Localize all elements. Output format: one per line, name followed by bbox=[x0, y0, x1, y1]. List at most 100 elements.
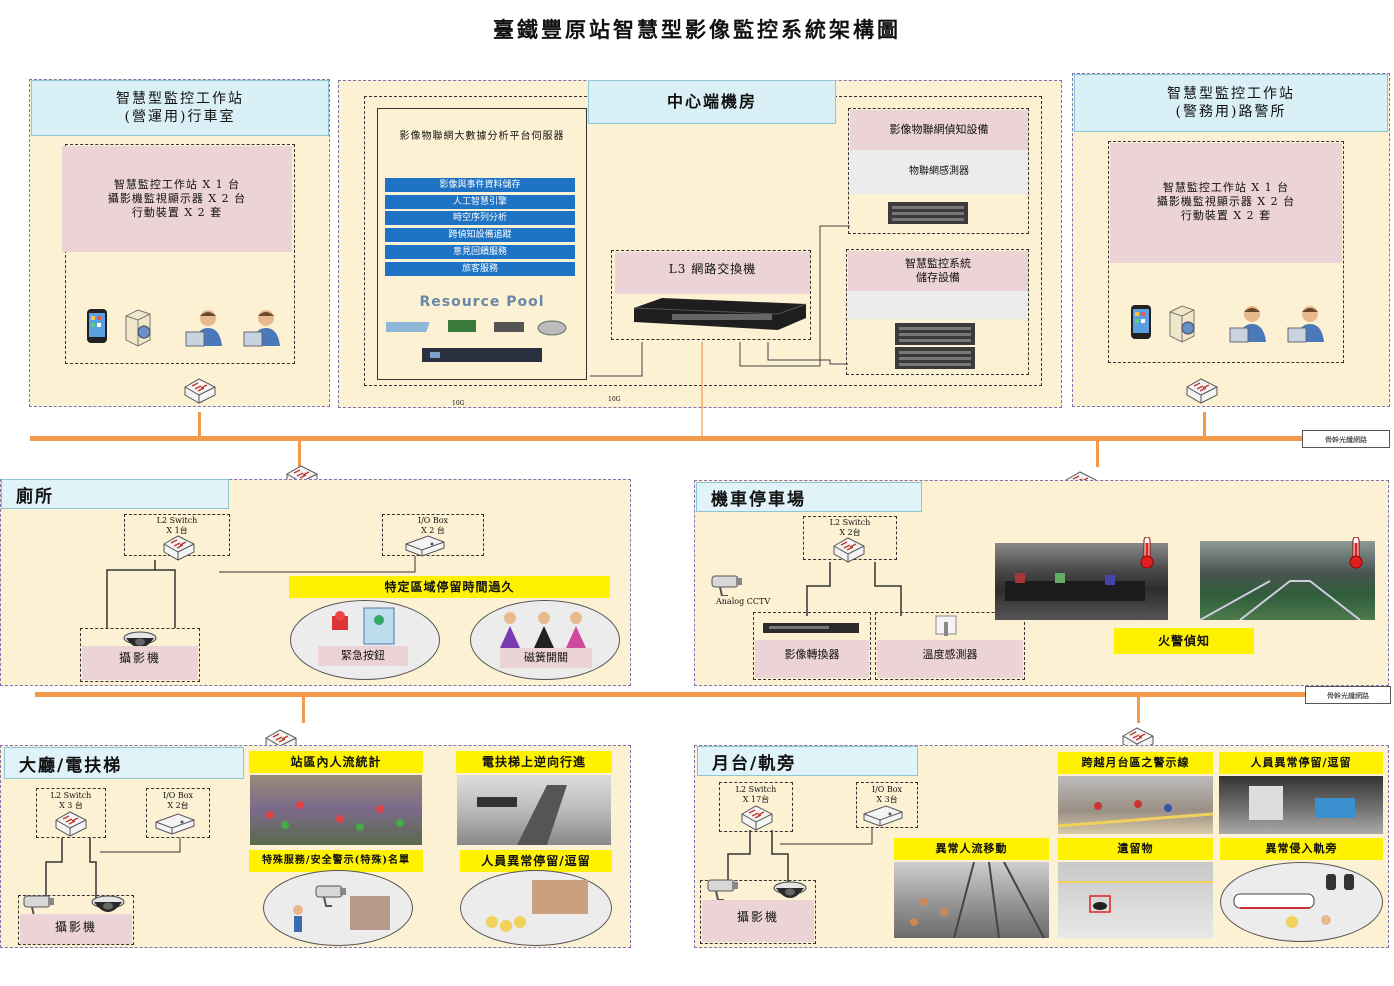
storage-box bbox=[846, 249, 1029, 375]
toilet-header: 廁所 bbox=[1, 479, 229, 509]
moto-links bbox=[806, 562, 902, 616]
ops-uplink bbox=[198, 412, 201, 438]
special-list-banner: 特殊服務/安全警示(特殊)名單 bbox=[249, 850, 423, 872]
track-intrusion-icons bbox=[1233, 874, 1354, 928]
iot-sensor-title: 影像物聯網偵知設備 bbox=[850, 110, 1028, 150]
police-devices-icons bbox=[1131, 305, 1325, 343]
moto-l2-line1: L2 Switch bbox=[829, 518, 871, 527]
escalator-photo bbox=[457, 775, 611, 845]
diagram-title: 臺鐵豐原站智慧型影像監控系統架構圖 bbox=[493, 17, 901, 42]
toilet-links bbox=[106, 556, 416, 628]
left-object-photo bbox=[1058, 862, 1213, 938]
hall-camera-box bbox=[18, 895, 134, 945]
hall-header: 大廳/電扶梯 bbox=[4, 747, 244, 779]
iot-sensor-box bbox=[848, 108, 1029, 234]
toilet-io-line2: X 2 台 bbox=[421, 526, 445, 535]
storage-label-band bbox=[848, 291, 1028, 319]
iot-sensor-label: 物聯網感測器 bbox=[850, 150, 1028, 194]
platform-title: 影像物聯網大數據分析平台伺服器 bbox=[399, 131, 565, 142]
platform-camera-box bbox=[700, 880, 816, 944]
temp-sensor-label: 溫度感測器 bbox=[877, 640, 1023, 678]
police-equipment-box bbox=[1108, 141, 1344, 363]
analog-cctv-icon bbox=[711, 575, 743, 596]
ops-devices-icons bbox=[87, 309, 281, 347]
cross-line-banner: 跨越月台區之警示線 bbox=[1058, 752, 1213, 774]
toilet-uplink bbox=[298, 441, 301, 467]
platform-l2-line1: L2 Switch bbox=[735, 785, 777, 794]
parking-photo-2 bbox=[1200, 541, 1375, 620]
platform-camera-label: 攝影機 bbox=[702, 900, 814, 942]
platform-links bbox=[727, 828, 873, 890]
platform-io-box bbox=[856, 782, 918, 828]
service-item: 影像與事件資料儲存 bbox=[385, 178, 575, 192]
service-item: 跨偵知設備追蹤 bbox=[385, 228, 575, 242]
toilet-camera-box bbox=[80, 628, 200, 682]
platform-io-line2: X 3台 bbox=[876, 795, 898, 804]
hall-l2-box bbox=[36, 788, 106, 838]
service-item: 人工智慧引擎 bbox=[385, 195, 575, 209]
emergency-button-label: 緊急按鈕 bbox=[318, 646, 408, 666]
police-uplink bbox=[1203, 412, 1206, 438]
reed-switch-label: 磁簧開關 bbox=[500, 648, 592, 668]
hall-links bbox=[45, 838, 181, 898]
hall-io-line2: X 2台 bbox=[167, 801, 189, 810]
police-equip-3: 行動裝置 X 2 套 bbox=[1180, 209, 1272, 222]
ops-header-line2: (營運用)行車室 bbox=[124, 109, 236, 125]
people-flow-photo bbox=[250, 775, 422, 845]
video-converter-label: 影像轉換器 bbox=[755, 640, 869, 678]
backbone-label-2: 骨幹光纖網路 bbox=[1305, 686, 1391, 704]
toilet-io-box-icon bbox=[405, 535, 445, 557]
platform-header: 月台/軌旁 bbox=[697, 746, 918, 776]
platform-uplink bbox=[1137, 697, 1140, 723]
analog-cctv-label: Analog CCTV bbox=[716, 597, 771, 606]
platform-l2-line2: X 17台 bbox=[742, 795, 770, 804]
track-intrusion-banner: 異常侵入軌旁 bbox=[1220, 838, 1383, 860]
thermometer-icon-2 bbox=[1349, 537, 1363, 569]
backbone-label-1: 骨幹光纖網路 bbox=[1302, 430, 1390, 448]
left-object-banner: 遺留物 bbox=[1058, 838, 1213, 860]
hall-l2-switch-icon bbox=[55, 811, 87, 837]
backbone-line-2 bbox=[35, 692, 1305, 697]
abnormal-stay-icons bbox=[486, 880, 588, 932]
parking-photo-1 bbox=[995, 543, 1168, 620]
police-equipment-list: 智慧監控工作站 X 1 台 攝影機監視顯示器 X 2 台 行動裝置 X 2 套 bbox=[1110, 143, 1342, 263]
hall-l2-line1: L2 Switch bbox=[50, 791, 92, 800]
moto-uplink bbox=[1096, 441, 1099, 467]
platform-io-line1: I/O Box bbox=[871, 785, 903, 794]
storage-device bbox=[895, 323, 975, 369]
moto-parking-header: 機車停車場 bbox=[696, 482, 922, 512]
ops-equipment-list: 智慧監控工作站 X 1 台 攝影機監視顯示器 X 2 台 行動裝置 X 2 套 bbox=[62, 146, 292, 252]
toilet-alert-banner: 特定區域停留時間過久 bbox=[289, 576, 610, 598]
central-room-header: 中心端機房 bbox=[588, 80, 836, 124]
service-item: 旅客服務 bbox=[385, 262, 575, 276]
police-header-line2: (警務用)路警所 bbox=[1175, 104, 1287, 120]
platform-bullet-camera-icon bbox=[707, 879, 739, 901]
l3-switch-device bbox=[633, 298, 807, 330]
ops-equipment-box bbox=[65, 144, 295, 364]
thermometer-icon-1 bbox=[1140, 537, 1154, 569]
video-converter-box bbox=[753, 612, 871, 680]
service-item: 意見回饋服務 bbox=[385, 245, 575, 259]
hall-io-box bbox=[146, 788, 210, 838]
service-item: 時空序列分析 bbox=[385, 211, 575, 225]
temp-sensor-device bbox=[935, 615, 957, 636]
ops-room-header: 智慧型監控工作站 (營運用)行車室 bbox=[31, 80, 329, 136]
l3-switch-label: L3 網路交換機 bbox=[615, 252, 810, 294]
toilet-io-line1: I/O Box bbox=[417, 516, 449, 525]
ops-equip-2: 攝影機監視顯示器 X 2 台 bbox=[107, 192, 247, 205]
special-list-icons bbox=[293, 885, 390, 932]
resource-pool-label: Resource Pool bbox=[419, 294, 545, 310]
iot-sensor-device bbox=[888, 202, 968, 224]
hall-abnormal-stay-banner: 人員異常停留/逗留 bbox=[460, 850, 612, 872]
platform-io-box-icon bbox=[863, 805, 903, 827]
hall-uplink bbox=[302, 697, 305, 723]
police-network-hub-icon bbox=[1186, 378, 1218, 404]
toilet-io-box bbox=[382, 514, 484, 556]
cross-line-photo bbox=[1058, 776, 1213, 834]
platform-l2-box bbox=[719, 782, 793, 832]
hall-io-box-icon bbox=[155, 813, 195, 835]
